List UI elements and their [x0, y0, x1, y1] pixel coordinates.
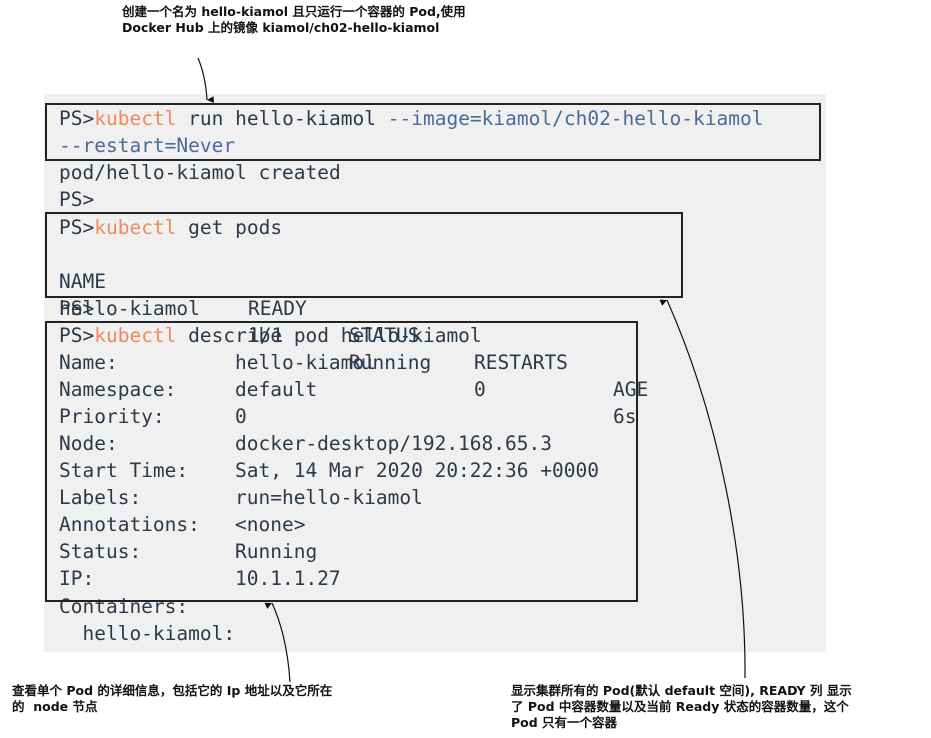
detail-key: Annotations:: [59, 513, 200, 536]
detail-value: 10.1.1.27: [235, 567, 341, 590]
pods-table-header: NAME READY STATUS RESTARTS AGE: [59, 241, 648, 401]
detail-row-priority: Priority: 0: [59, 403, 247, 430]
header-ready: READY: [248, 297, 307, 320]
run-subcommand: run hello-kiamol: [176, 107, 388, 130]
annotation-describe-line-2: 的 node 节点: [12, 699, 98, 714]
detail-row-node: Node: docker-desktop/192.168.65.3: [59, 430, 552, 457]
detail-row-status: Status: Running: [59, 538, 317, 565]
detail-row-name: Name: hello-kiamol: [59, 349, 376, 376]
detail-key: Priority:: [59, 405, 165, 428]
detail-key: Node:: [59, 432, 118, 455]
arrow-to-run-box: [197, 57, 214, 103]
describe-command-line: PS>kubectl describe pod hello-kiamol: [59, 322, 482, 349]
container-name: hello-kiamol:: [59, 622, 236, 645]
detail-key: Name:: [59, 351, 118, 374]
detail-key: Labels:: [59, 486, 142, 509]
detail-value: <none>: [235, 513, 306, 536]
pod-age: 6s: [613, 405, 637, 428]
kubectl-command: kubectl: [94, 107, 177, 130]
image-argument: --image=kiamol/ch02-hello-kiamol: [387, 107, 764, 130]
detail-value: Running: [235, 540, 318, 563]
detail-row-start-time: Start Time: Sat, 14 Mar 2020 20:22:36 +00…: [59, 457, 599, 484]
describe-subcommand: describe pod hello-kiamol: [176, 324, 482, 347]
run-output-line: pod/hello-kiamol created: [59, 161, 341, 184]
arrow-to-describe-box: [264, 602, 291, 683]
pod-name: hello-kiamol: [59, 297, 200, 320]
detail-value: run=hello-kiamol: [235, 486, 423, 509]
header-status: STATUS: [349, 324, 420, 347]
get-pods-highlight-box: [45, 212, 683, 298]
header-restarts: RESTARTS: [474, 351, 568, 374]
detail-key: IP:: [59, 567, 95, 590]
describe-pod-highlight-box: [45, 321, 638, 602]
detail-value: docker-desktop/192.168.65.3: [235, 432, 552, 455]
header-name: NAME: [59, 270, 106, 293]
pods-table-row: hello-kiamol 1/1 Running 0 6s: [59, 268, 636, 428]
annotation-get-pods-line-1: 显示集群所有的 Pod(默认 default 空间), READY 列 显示: [511, 683, 852, 698]
annotation-run-line-1: 创建一个名为 hello-kiamol 且只运行一个容器的 Pod,使用: [122, 4, 466, 19]
prompt: PS>: [59, 216, 95, 239]
detail-row-labels: Labels: run=hello-kiamol: [59, 484, 423, 511]
pod-status: Running: [349, 351, 432, 374]
detail-row-annotations: Annotations: <none>: [59, 511, 305, 538]
prompt-line: PS>: [59, 297, 95, 320]
annotation-get-pods-line-2: 了 Pod 中容器数量以及当前 Ready 状态的容器数量，这个: [511, 699, 849, 714]
restart-argument: --restart=Never: [59, 134, 236, 157]
annotation-describe-line-1: 查看单个 Pod 的详细信息，包括它的 Ip 地址以及它所在: [12, 683, 333, 698]
arrow-to-get-pods-box: [659, 299, 746, 679]
header-age: AGE: [613, 378, 649, 401]
detail-row-ip: IP: 10.1.1.27: [59, 565, 341, 592]
kubectl-command: kubectl: [94, 216, 177, 239]
detail-value: 0: [235, 405, 247, 428]
prompt: PS>: [59, 324, 95, 347]
detail-value: default: [235, 378, 318, 401]
detail-key: Start Time:: [59, 459, 189, 482]
pod-restarts: 0: [474, 378, 486, 401]
detail-key: Namespace:: [59, 378, 177, 401]
prompt: PS>: [59, 107, 95, 130]
run-command-highlight-box: [45, 103, 821, 161]
kubectl-command: kubectl: [94, 324, 177, 347]
annotation-run-command: 创建一个名为 hello-kiamol 且只运行一个容器的 Pod,使用 Doc…: [122, 4, 466, 36]
annotation-get-pods: 显示集群所有的 Pod(默认 default 空间), READY 列 显示 了…: [511, 683, 852, 731]
get-subcommand: get pods: [176, 216, 283, 239]
restart-argument-line: --restart=Never: [59, 132, 235, 159]
pod-ready: 1/1: [248, 324, 284, 347]
detail-row-namespace: Namespace: default: [59, 376, 317, 403]
detail-key: Status:: [59, 540, 142, 563]
detail-value: Sat, 14 Mar 2020 20:22:36 +0000: [235, 459, 599, 482]
get-pods-command-line: PS>kubectl get pods: [59, 214, 282, 241]
annotation-get-pods-line-3: Pod 只有一个容器: [511, 715, 618, 730]
annotation-describe: 查看单个 Pod 的详细信息，包括它的 Ip 地址以及它所在 的 node 节点: [12, 683, 332, 715]
annotation-run-line-2: Docker Hub 上的镜像 kiamol/ch02-hello-kiamol: [122, 20, 440, 35]
run-command-line: PS>kubectl run hello-kiamol --image=kiam…: [59, 105, 763, 132]
detail-value: hello-kiamol: [235, 351, 376, 374]
prompt-line: PS>: [59, 188, 95, 211]
